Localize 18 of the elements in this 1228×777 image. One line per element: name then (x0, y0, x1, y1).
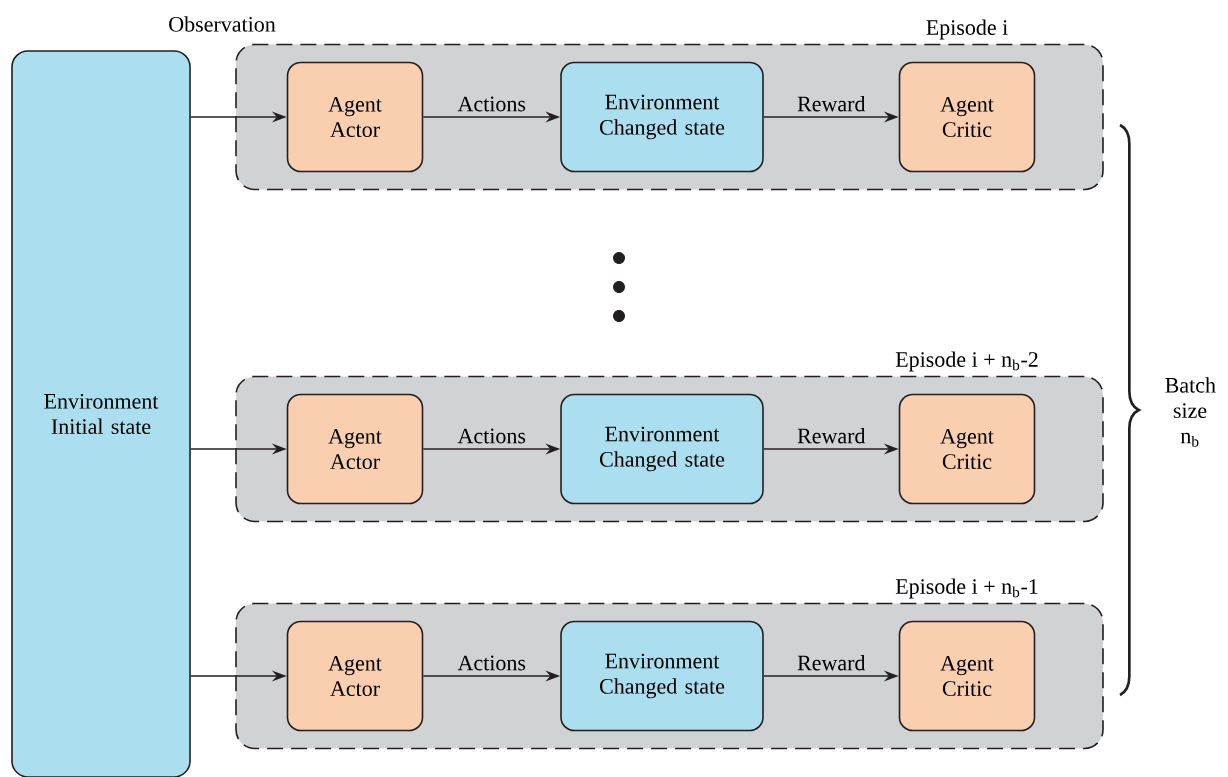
process-box: Environment Changed state (560, 393, 764, 505)
process-box: Environment Changed state (560, 61, 764, 173)
band-heading: Episode i + n$_{b}$-2 (895, 351, 1038, 372)
observation-label: Observation (169, 16, 276, 32)
edge-label: Actions (456, 427, 528, 445)
process-box: Environment Changed state (560, 620, 764, 732)
band-heading: Episode i + n$_{b}$-1 (895, 578, 1038, 599)
batch-size-label: Batch size n$_{b}$ (1165, 377, 1216, 447)
band-heading: Episode i (926, 19, 1008, 40)
process-box: Agent Actor (286, 620, 424, 732)
process-box: Agent Actor (286, 61, 424, 173)
process-box: Agent Actor (286, 393, 424, 505)
process-box: Environment Initial state (11, 50, 191, 777)
process-box: Agent Critic (898, 393, 1036, 505)
edge-label: Actions (456, 654, 528, 672)
process-box: Agent Critic (898, 620, 1036, 732)
edge-label: Actions (456, 95, 528, 113)
process-box: Agent Critic (898, 61, 1036, 173)
